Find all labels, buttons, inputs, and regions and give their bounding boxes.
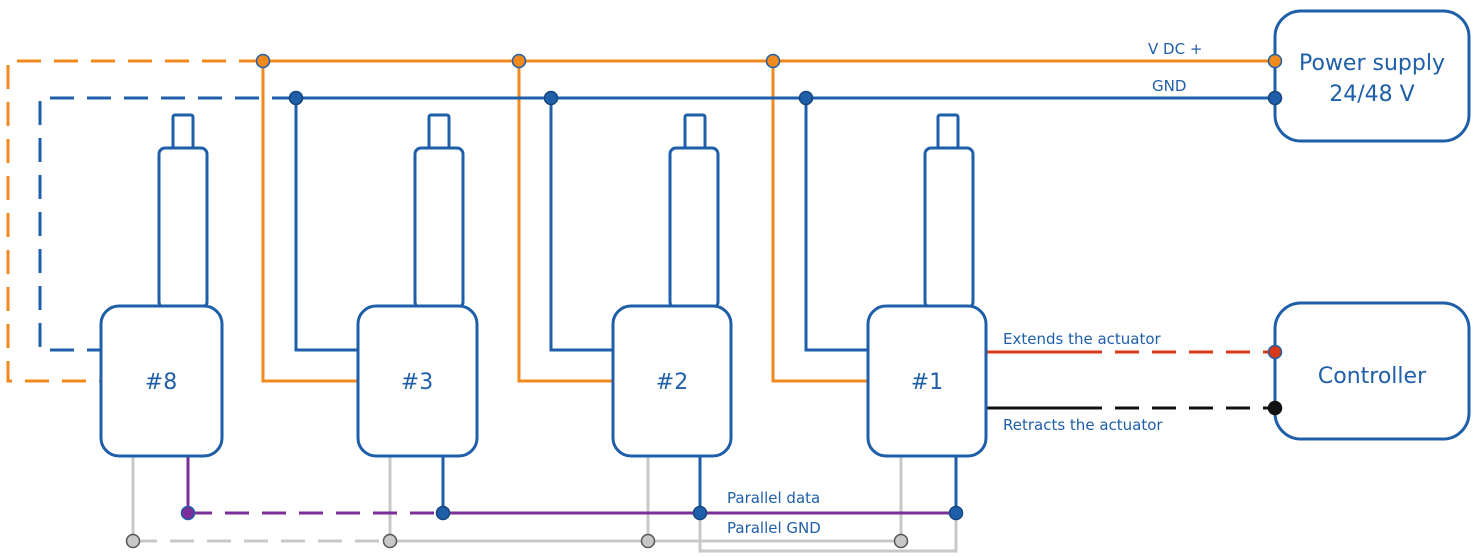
actuator-body: [356, 304, 479, 458]
actuator-label: #1: [911, 370, 943, 395]
parallel-data-junctions: [180, 505, 964, 521]
extend-label: Extends the actuator: [1003, 330, 1162, 348]
controller-box: Controller: [1273, 301, 1471, 441]
retract-label: Retracts the actuator: [1003, 416, 1163, 434]
gnd-drop-2: [549, 98, 613, 352]
gnd-junction-dot: [543, 90, 559, 106]
actuator-label: #8: [145, 370, 177, 395]
parallel-gnd-dot: [640, 533, 656, 549]
actuator-label: #2: [656, 370, 688, 395]
actuator-body: [611, 304, 733, 458]
actuator-rod-tip: [683, 113, 707, 152]
gnd-dashed-loop: [38, 96, 296, 352]
vdc-drop-1: [771, 61, 868, 383]
vdc-label: V DC +: [1148, 40, 1202, 58]
gnd-drop-3: [294, 98, 358, 352]
power-supply-label-line2: 24/48 V: [1329, 82, 1414, 107]
controller-signals: [985, 350, 1275, 410]
parallel-data-wiring: [186, 456, 958, 515]
extend-terminal-dot: [1267, 344, 1283, 360]
parallel-data-label: Parallel data: [727, 489, 820, 507]
parallel-gnd-junctions: [125, 533, 909, 549]
actuator-1: #1: [866, 113, 988, 458]
gnd-label: GND: [1152, 77, 1186, 95]
vdc-drop-3: [261, 61, 358, 383]
actuator-rod-tip: [427, 113, 451, 152]
actuator-8: #8: [99, 113, 224, 458]
parallel-data-dot: [692, 505, 708, 521]
actuator-rod-tip: [936, 113, 960, 152]
vdc-dashed-loop: [6, 59, 263, 383]
gnd-drop-1: [804, 98, 868, 352]
vdc-junction-dot: [765, 53, 781, 69]
actuator-rod: [157, 146, 209, 310]
gnd-terminal-dot: [1267, 90, 1283, 106]
actuator-3: #3: [356, 113, 479, 458]
actuator-rod-tip: [171, 113, 195, 152]
vdc-junction-dot: [255, 53, 271, 69]
vdc-junction-dot: [511, 53, 527, 69]
gnd-junction-dot: [288, 90, 304, 106]
vdc-junctions: [255, 53, 1283, 69]
vdc-terminal-dot: [1267, 53, 1283, 69]
parallel-gnd-label: Parallel GND: [727, 519, 821, 537]
parallel-data-dot: [180, 505, 196, 521]
parallel-gnd-dot: [382, 533, 398, 549]
actuator-rod: [923, 146, 975, 310]
retract-terminal-dot: [1267, 400, 1283, 416]
controller-outline: [1273, 301, 1471, 441]
actuator-body: [99, 304, 224, 458]
actuator-label: #3: [401, 370, 433, 395]
power-supply-label-line1: Power supply: [1299, 51, 1445, 76]
gnd-junction-dot: [798, 90, 814, 106]
parallel-data-dot: [948, 505, 964, 521]
power-supply-outline: [1273, 9, 1471, 143]
power-supply-box: Power supply 24/48 V: [1273, 9, 1471, 143]
gnd-wiring: [38, 96, 1275, 352]
parallel-gnd-dot: [125, 533, 141, 549]
actuator-2: #2: [611, 113, 733, 458]
parallel-gnd-wiring: [131, 456, 958, 553]
actuator-body: [866, 304, 988, 458]
gnd-junctions: [288, 90, 1283, 106]
actuator-rod: [668, 146, 720, 310]
actuator-rod: [413, 146, 465, 310]
vdc-drop-2: [517, 61, 613, 383]
controller-label: Controller: [1318, 364, 1427, 389]
parallel-gnd-dot: [893, 533, 909, 549]
parallel-data-dot: [435, 505, 451, 521]
